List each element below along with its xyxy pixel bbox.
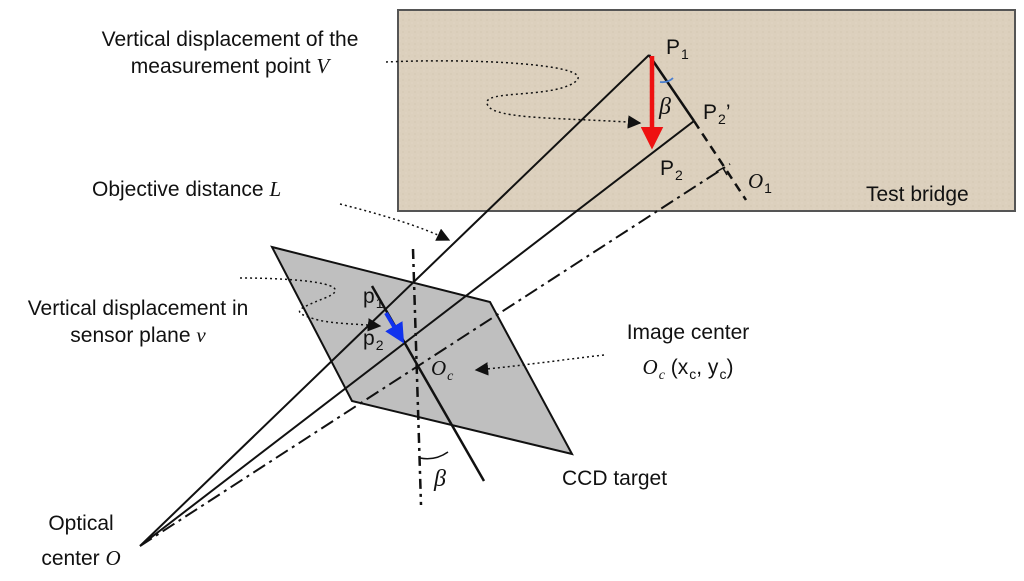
point-label-P2: P2	[660, 156, 683, 183]
P1-sub: 1	[681, 46, 689, 62]
angle-label-beta-upper: β	[659, 94, 671, 120]
ray-to-P2prime	[139, 120, 695, 547]
O1-base: O	[748, 169, 764, 193]
optical-center-line1: Optical	[48, 512, 114, 535]
test-bridge-panel	[397, 9, 1016, 212]
objective-distance-text: Objective distance	[92, 178, 270, 201]
P1-base: P	[666, 36, 681, 59]
label-objective-distance: Objective distance L	[92, 176, 281, 203]
image-center-line2: Oc (xc, yc)	[598, 354, 778, 384]
image-center-symbol: O	[642, 355, 658, 379]
P2prime-suffix: ’	[725, 101, 731, 124]
O1-sub: 1	[764, 180, 772, 196]
image-center-x-sub: c	[689, 366, 697, 382]
vds-symbol: v	[196, 323, 206, 347]
segment-P1-P2prime	[647, 54, 696, 122]
displacement-arrow-v	[384, 311, 405, 344]
label-image-center: Image center Oc (xc, yc)	[598, 320, 778, 384]
ccd-sensor-plane	[270, 245, 574, 456]
image-center-line1: Image center	[626, 321, 750, 344]
Oc-base: O	[431, 356, 447, 380]
point-label-Oc: Oc	[431, 355, 453, 385]
vdp-line1: Vertical displacement of the	[101, 28, 359, 51]
optical-center-line2: center O	[16, 545, 146, 572]
leader-objective-distance	[339, 203, 451, 241]
label-optical-center: Optical center O	[16, 511, 146, 572]
image-center-close: )	[726, 356, 734, 379]
P2-sub: 2	[675, 167, 683, 183]
p2-base: p	[363, 327, 375, 350]
vdp-line2: measurement point V	[60, 53, 400, 80]
optical-center-line2-text: center	[41, 547, 106, 570]
image-center-y-sub: c	[719, 366, 727, 382]
P2prime-sub: 2	[718, 111, 726, 127]
vertical-reference-line	[411, 248, 423, 506]
vds-line1: Vertical displacement in	[27, 297, 249, 320]
right-angle-mark	[715, 166, 728, 176]
p1-base: p	[363, 285, 375, 308]
leader-vertical-displacement-V	[385, 60, 642, 129]
P2prime-base: P	[703, 101, 718, 124]
point-label-P1: P1	[666, 35, 689, 62]
segment-P2prime-O1	[692, 120, 748, 201]
beta-angle-arc-upper	[659, 77, 674, 84]
p2-sub: 2	[375, 337, 384, 353]
image-center-coords-open: (x	[664, 356, 689, 379]
vdp-symbol: V	[316, 54, 330, 78]
label-vertical-displacement-sensor: Vertical displacement in sensor plane v	[0, 296, 276, 349]
vds-line2-text: sensor plane	[70, 324, 197, 347]
point-label-P2prime: P2’	[703, 100, 730, 127]
ray-to-P1	[139, 54, 650, 547]
image-center-sep: , y	[696, 356, 719, 379]
point-label-p2: p2	[363, 326, 383, 353]
beta-angle-arc-lower	[419, 451, 449, 460]
p1-sub: 1	[375, 295, 384, 311]
objective-distance-symbol: L	[269, 177, 282, 201]
Oc-sub: c	[447, 369, 454, 384]
optical-center-symbol: O	[105, 546, 121, 570]
P2-base: P	[660, 157, 675, 180]
label-test-bridge: Test bridge	[866, 183, 969, 206]
label-ccd-target: CCD target	[562, 467, 668, 490]
point-label-O1: O1	[748, 168, 772, 196]
label-vertical-displacement-point: Vertical displacement of the measurement…	[60, 27, 400, 80]
vds-line2: sensor plane v	[0, 322, 276, 349]
point-label-p1: p1	[363, 284, 383, 311]
vdp-line2-text: measurement point	[130, 55, 317, 78]
optical-axis	[139, 163, 731, 547]
angle-label-beta-lower: β	[434, 466, 446, 492]
image-center-symbol-sub: c	[658, 368, 665, 383]
